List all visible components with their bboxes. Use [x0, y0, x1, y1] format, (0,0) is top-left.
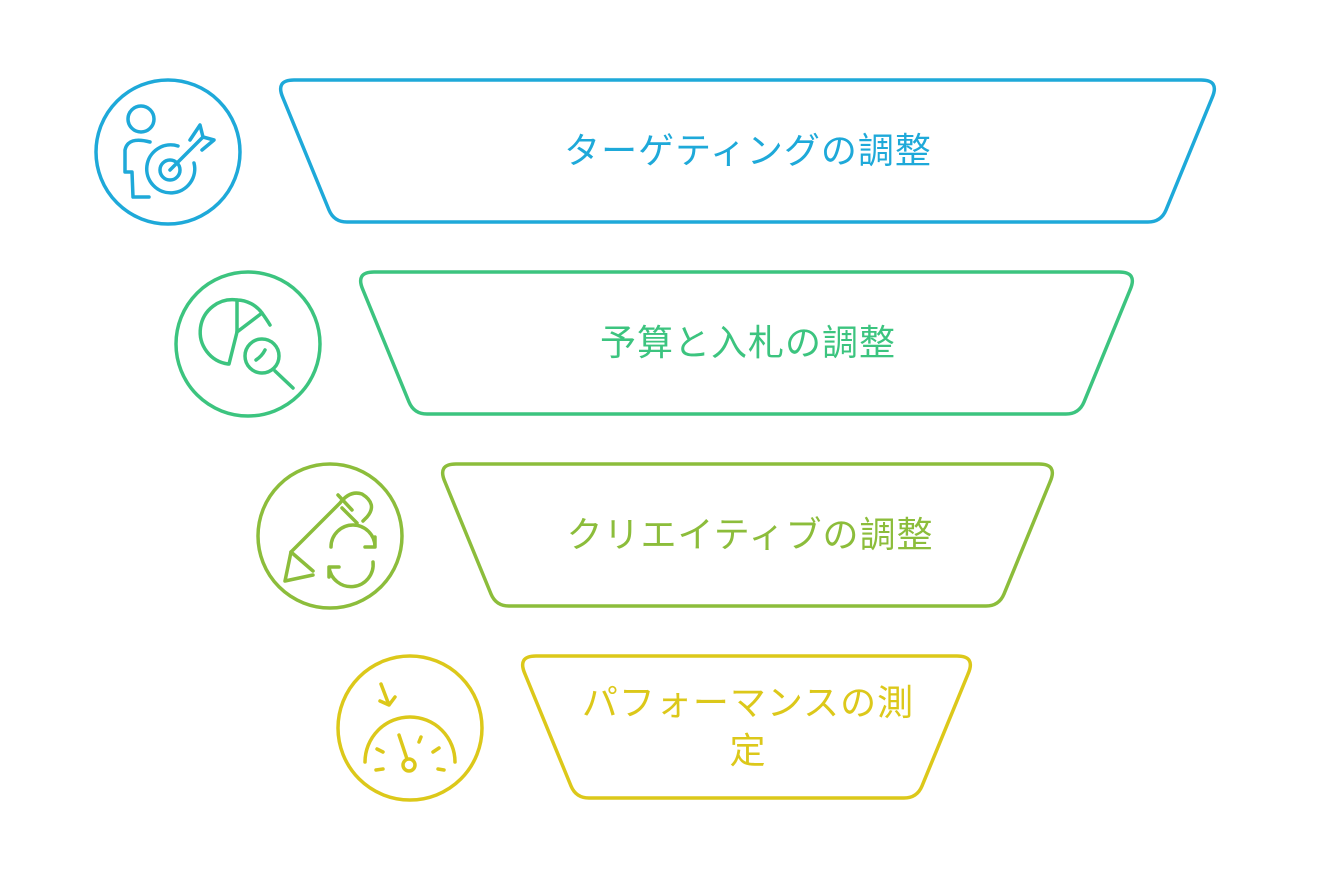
step-3-label: クリエイティブの調整 — [566, 515, 934, 556]
step-3 — [256, 462, 1055, 610]
step-1 — [94, 78, 1217, 226]
step-4 — [336, 654, 973, 802]
step-2-label: 予算と入札の調整 — [599, 323, 896, 364]
person-target-icon — [123, 104, 216, 199]
step-1-label: ターゲティングの調整 — [564, 131, 932, 172]
step-4-label: パフォーマンスの測定 — [581, 683, 915, 772]
step-3-icon-circle — [256, 462, 404, 610]
step-2 — [174, 270, 1135, 418]
step-2-icon-circle — [174, 270, 322, 418]
step-4-icon-circle — [336, 654, 484, 802]
step-1-icon-circle — [94, 78, 242, 226]
step-3-trapezoid — [440, 462, 1055, 608]
step-2-trapezoid — [358, 270, 1135, 416]
step-4-trapezoid — [520, 654, 973, 800]
step-1-trapezoid — [278, 78, 1217, 224]
speedometer-icon — [363, 682, 457, 773]
pencil-refresh-icon — [283, 491, 377, 589]
pie-chart-magnifier-icon — [198, 297, 295, 390]
